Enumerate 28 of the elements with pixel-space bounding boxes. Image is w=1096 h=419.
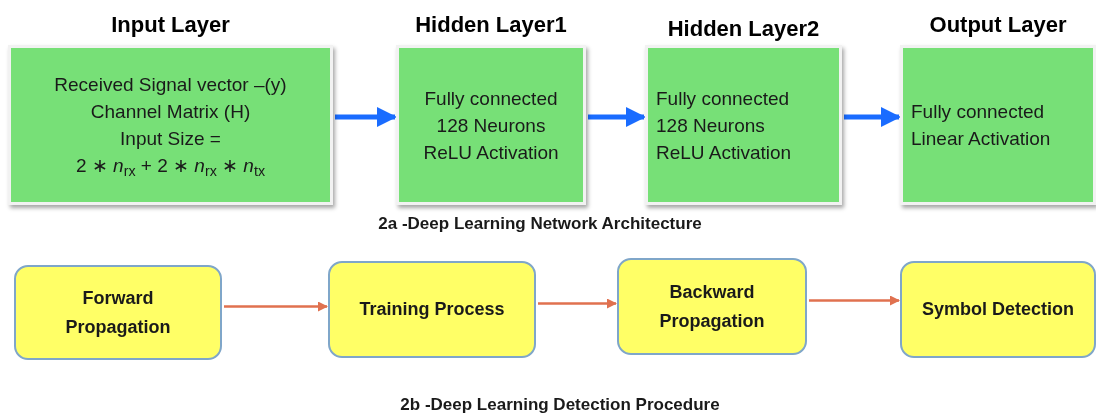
layer-heading: Hidden Layer2: [666, 15, 821, 43]
arrow: [538, 298, 617, 309]
layer-text: Channel Matrix (H): [90, 100, 251, 124]
figure-caption: 2b -Deep Learning Detection Procedure: [400, 395, 720, 414]
process-box: Training Process: [328, 261, 536, 358]
layer-text: ReLU Activation: [656, 140, 792, 165]
layer-heading: Input Layer: [110, 11, 231, 39]
layer-text: 128 Neurons: [436, 113, 546, 138]
process-box: Backward Propagation: [617, 258, 807, 355]
layer-text: Linear Activation: [911, 127, 1051, 151]
arrow: [844, 107, 901, 127]
layer-text: Fully connected: [424, 86, 558, 111]
layer-text: ReLU Activation: [423, 140, 559, 165]
process-box: Forward Propagation: [14, 265, 222, 360]
layer-text: Fully connected: [656, 86, 790, 111]
layer-text: Fully connected: [911, 100, 1045, 124]
layer-text: Received Signal vector –(y): [54, 73, 287, 97]
process-box: Symbol Detection: [900, 261, 1096, 358]
figure-caption: 2a -Deep Learning Network Architecture: [378, 214, 702, 233]
layer-text: 128 Neurons: [656, 113, 765, 138]
layer-heading: Hidden Layer1: [414, 11, 568, 39]
arrow: [809, 295, 900, 306]
arrow: [224, 301, 328, 312]
layer-heading: Output Layer: [928, 11, 1068, 39]
layer-text: 2 ∗ n$_{rx}$ + 2 ∗ n$_{rx}$ ∗ n$_{tx}$: [75, 154, 265, 179]
arrow: [588, 107, 646, 127]
arrow: [335, 107, 397, 127]
layer-text: Input Size =: [120, 127, 221, 151]
